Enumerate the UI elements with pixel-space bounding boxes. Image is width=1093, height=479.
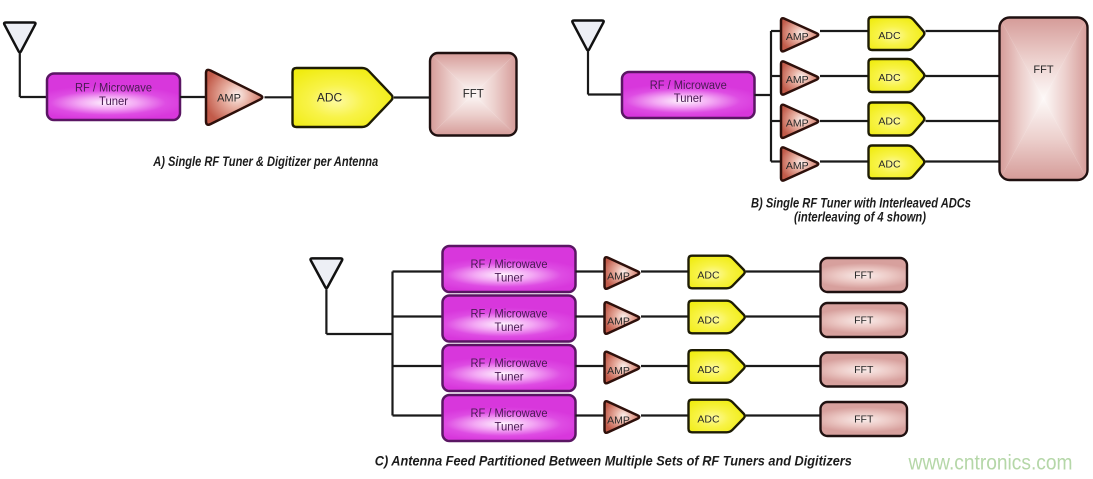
svg-text:RF / Microwave: RF / Microwave: [75, 82, 152, 94]
svg-text:ADC: ADC: [317, 91, 343, 105]
svg-text:AMP: AMP: [217, 92, 241, 104]
svg-text:RF / Microwave: RF / Microwave: [471, 309, 548, 321]
svg-text:ADC: ADC: [697, 413, 720, 425]
svg-text:ADC: ADC: [697, 269, 720, 281]
svg-text:C) Antenna Feed Partitioned Be: C) Antenna Feed Partitioned Between Mult…: [375, 454, 852, 469]
svg-text:ADC: ADC: [878, 116, 901, 128]
svg-text:AMP: AMP: [607, 316, 630, 328]
svg-text:B) Single RF Tuner with Interl: B) Single RF Tuner with Interleaved ADCs: [751, 196, 971, 211]
svg-text:RF / Microwave: RF / Microwave: [471, 358, 548, 370]
svg-text:ADC: ADC: [878, 72, 901, 84]
svg-text:FFT: FFT: [854, 414, 874, 426]
svg-text:RF / Microwave: RF / Microwave: [471, 259, 548, 271]
svg-text:Tuner: Tuner: [674, 93, 703, 105]
svg-text:AMP: AMP: [786, 31, 809, 43]
svg-text:Tuner: Tuner: [99, 96, 128, 108]
svg-text:ADC: ADC: [878, 159, 901, 171]
svg-text:AMP: AMP: [607, 365, 630, 377]
svg-text:Tuner: Tuner: [495, 272, 524, 284]
svg-text:AMP: AMP: [786, 74, 809, 86]
svg-text:Tuner: Tuner: [495, 322, 524, 334]
svg-text:ADC: ADC: [878, 30, 901, 42]
svg-text:ADC: ADC: [697, 364, 720, 376]
svg-text:RF / Microwave: RF / Microwave: [471, 408, 548, 420]
svg-text:AMP: AMP: [786, 117, 809, 129]
svg-text:AMP: AMP: [786, 160, 809, 172]
svg-text:FFT: FFT: [854, 315, 874, 327]
svg-text:FFT: FFT: [1033, 64, 1053, 76]
svg-text:A) Single RF Tuner & Digitizer: A) Single RF Tuner & Digitizer per Anten…: [152, 154, 378, 169]
svg-text:Tuner: Tuner: [495, 371, 524, 383]
svg-text:AMP: AMP: [607, 415, 630, 427]
svg-text:RF / Microwave: RF / Microwave: [650, 80, 727, 92]
svg-text:(interleaving of 4 shown): (interleaving of 4 shown): [794, 210, 926, 225]
svg-text:AMP: AMP: [607, 271, 630, 283]
svg-text:ADC: ADC: [697, 314, 720, 326]
svg-text:FFT: FFT: [463, 89, 484, 101]
svg-text:FFT: FFT: [854, 364, 874, 376]
svg-text:Tuner: Tuner: [495, 421, 524, 433]
svg-text:www.cntronics.com: www.cntronics.com: [908, 452, 1073, 475]
svg-text:FFT: FFT: [854, 270, 874, 282]
